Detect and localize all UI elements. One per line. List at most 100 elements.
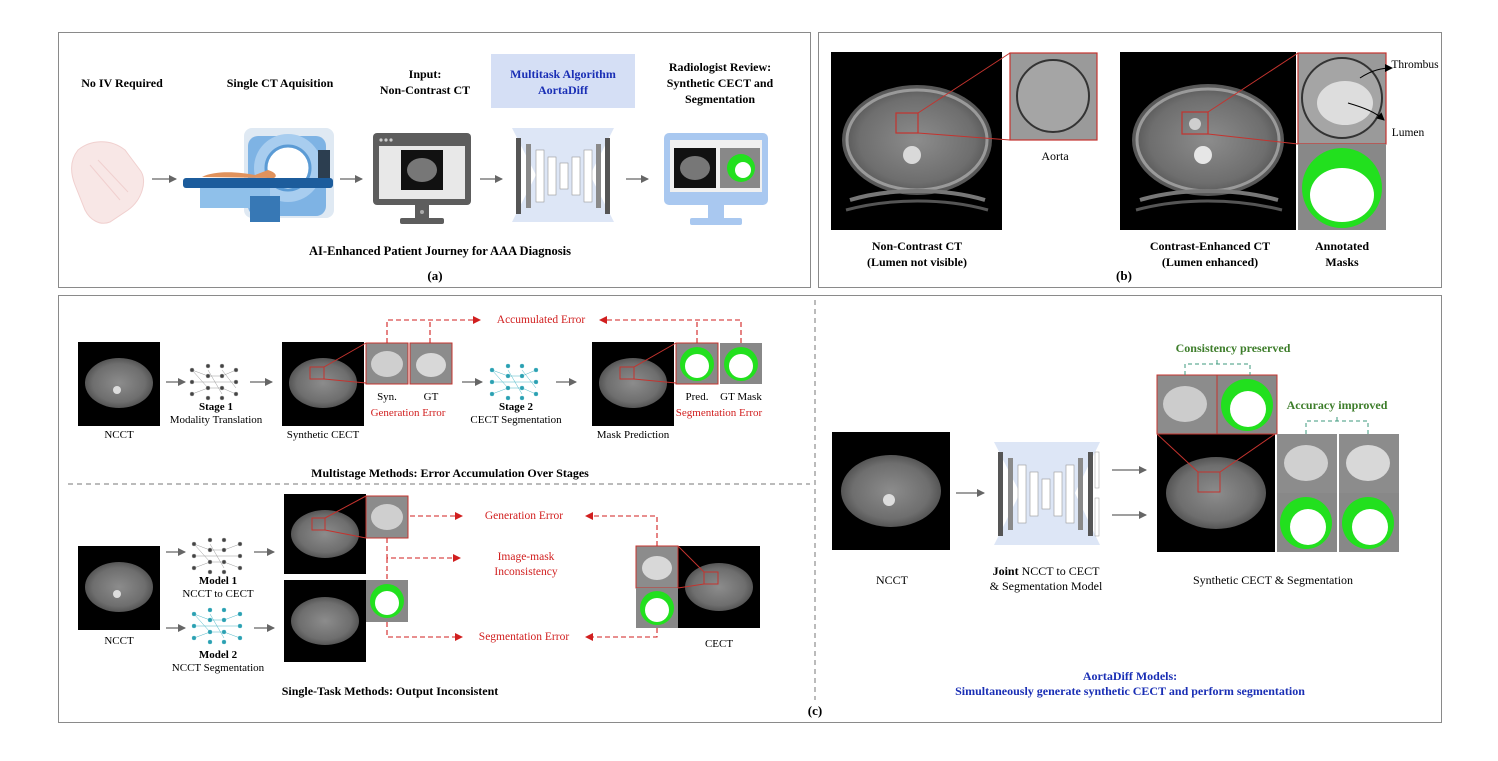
joint-model-bold: Joint <box>992 564 1019 578</box>
lumen-label: Lumen <box>1391 127 1425 139</box>
st-generation-error-label: Generation Error <box>484 510 564 522</box>
stage1-network-icon <box>189 363 239 401</box>
joint-ncct-image <box>832 432 950 550</box>
st-segmentation-error-label: Segmentation Error <box>478 631 570 643</box>
joint-ncct-label: NCCT <box>875 573 908 587</box>
ms-ncct-label: NCCT <box>104 429 134 441</box>
aortadiff-footer-1: AortaDiff Models: <box>1082 669 1178 683</box>
st-ncct-image <box>78 546 160 630</box>
input-label-2: Non-Contrast CT <box>379 83 471 97</box>
model2-network-icon <box>191 607 243 645</box>
ncct-caption-2: (Lumen not visible) <box>866 255 967 269</box>
joint-mask-zoom <box>1216 374 1278 435</box>
model2-label: Model 2 <box>198 649 238 661</box>
review-label-1: Radiologist Review: <box>668 60 772 74</box>
multistage-title: Multistage Methods: Error Accumulation O… <box>311 466 589 480</box>
no-iv-label: No IV Required <box>81 76 163 90</box>
single-task-title: Single-Task Methods: Output Inconsistent <box>281 684 499 698</box>
ct-scanner-icon <box>183 128 334 222</box>
joint-gt-mask-zoom <box>1339 493 1399 552</box>
syn-label: Syn. <box>377 391 397 403</box>
joint-gt-syn-zoom <box>1277 434 1337 493</box>
ms-generation-error-label: Generation Error <box>370 407 446 419</box>
panel-a-caption: AI-Enhanced Patient Journey for AAA Diag… <box>309 244 571 258</box>
st-cect-label: CECT <box>704 638 734 650</box>
ms-syn-zoom <box>365 342 409 385</box>
st-seg-zoom <box>366 580 408 622</box>
monitor-icon <box>373 133 471 224</box>
algorithm-label-1: Multitask Algorithm <box>510 67 616 81</box>
network-icon <box>512 128 614 222</box>
panel-c-tag: (c) <box>807 703 823 718</box>
mask-prediction-label: Mask Prediction <box>596 429 670 441</box>
stage1-sub-label: Modality Translation <box>169 414 263 426</box>
ms-gtmask-zoom <box>720 343 762 384</box>
st-cect-mask-zoom <box>636 588 678 628</box>
aorta-zoom <box>1009 52 1098 141</box>
lumen-zoom <box>1297 52 1387 145</box>
accumulated-error-label: Accumulated Error <box>496 314 586 326</box>
accuracy-label: Accuracy improved <box>1286 398 1388 412</box>
gt-label: GT <box>423 391 439 403</box>
joint-model-rest: NCCT to CECT <box>1018 564 1100 578</box>
joint-model-label-2: & Segmentation Model <box>989 579 1103 593</box>
aorta-label: Aorta <box>1041 149 1069 163</box>
panel-b-tag: (b) <box>1116 268 1132 283</box>
ms-gt-zoom <box>409 342 453 385</box>
gt-mask-label: GT Mask <box>720 391 762 403</box>
ms-segmentation-error-label: Segmentation Error <box>675 407 763 419</box>
panel-a-tag: (a) <box>427 268 443 283</box>
joint-model-label-1: Joint NCCT to CECT <box>976 564 1116 579</box>
consistency-label: Consistency preserved <box>1175 341 1291 355</box>
review-label-2: Synthetic CECT and <box>666 76 774 90</box>
input-label-1: Input: <box>408 67 442 81</box>
panel-c <box>58 295 1442 723</box>
joint-network-icon <box>994 442 1100 545</box>
model2-sub-label: NCCT Segmentation <box>171 662 265 674</box>
review-monitor-icon <box>664 133 768 225</box>
stage2-network-icon <box>489 363 539 401</box>
algorithm-label-2: AortaDiff <box>538 83 588 97</box>
model1-label: Model 1 <box>198 575 238 587</box>
cect-caption-2: (Lumen enhanced) <box>1161 255 1259 269</box>
joint-output-label: Synthetic CECT & Segmentation <box>1192 573 1354 587</box>
model1-network-icon <box>191 537 243 575</box>
ncct-image <box>831 52 1002 230</box>
ms-mask-pred-image <box>592 342 674 426</box>
mask-zoom <box>1298 144 1386 230</box>
stage2-sub-label: CECT Segmentation <box>470 414 562 426</box>
st-ncct-label: NCCT <box>104 635 134 647</box>
aortadiff-footer-2: Simultaneously generate synthetic CECT a… <box>955 684 1305 698</box>
ms-ncct-image <box>78 342 160 426</box>
inconsistency-label-1: Image-mask <box>497 551 555 563</box>
stage2-label: Stage 2 <box>499 401 533 413</box>
inconsistency-label-2: Inconsistency <box>494 566 558 578</box>
algorithm-highlight <box>491 54 635 108</box>
mask-caption-2: Masks <box>1325 255 1359 269</box>
joint-gt-cect-zoom <box>1339 434 1399 493</box>
ncct-caption-1: Non-Contrast CT <box>871 239 963 253</box>
joint-pred-mask-zoom <box>1277 493 1337 552</box>
model1-sub-label: NCCT to CECT <box>182 588 254 600</box>
st-cect-zoom <box>635 545 679 589</box>
ms-pred-zoom <box>675 342 719 385</box>
pred-label: Pred. <box>685 391 709 403</box>
review-label-3: Segmentation <box>685 92 755 106</box>
panel-b <box>818 32 1442 288</box>
cect-caption-1: Contrast-Enhanced CT <box>1149 239 1271 253</box>
st-cect-image <box>678 546 760 628</box>
single-ct-label: Single CT Aquisition <box>226 76 334 90</box>
thrombus-label: Thrombus <box>1391 59 1439 71</box>
st-synthetic-image <box>284 494 366 574</box>
cect-image <box>1120 52 1296 230</box>
mask-caption-1: Annotated <box>1314 239 1369 253</box>
st-seg-image <box>284 580 366 662</box>
joint-output-image <box>1157 434 1275 552</box>
panel-a <box>58 32 811 288</box>
ms-synthetic-image <box>282 342 364 426</box>
ms-synthetic-label: Synthetic CECT <box>286 429 360 441</box>
joint-syn-zoom <box>1156 374 1218 435</box>
